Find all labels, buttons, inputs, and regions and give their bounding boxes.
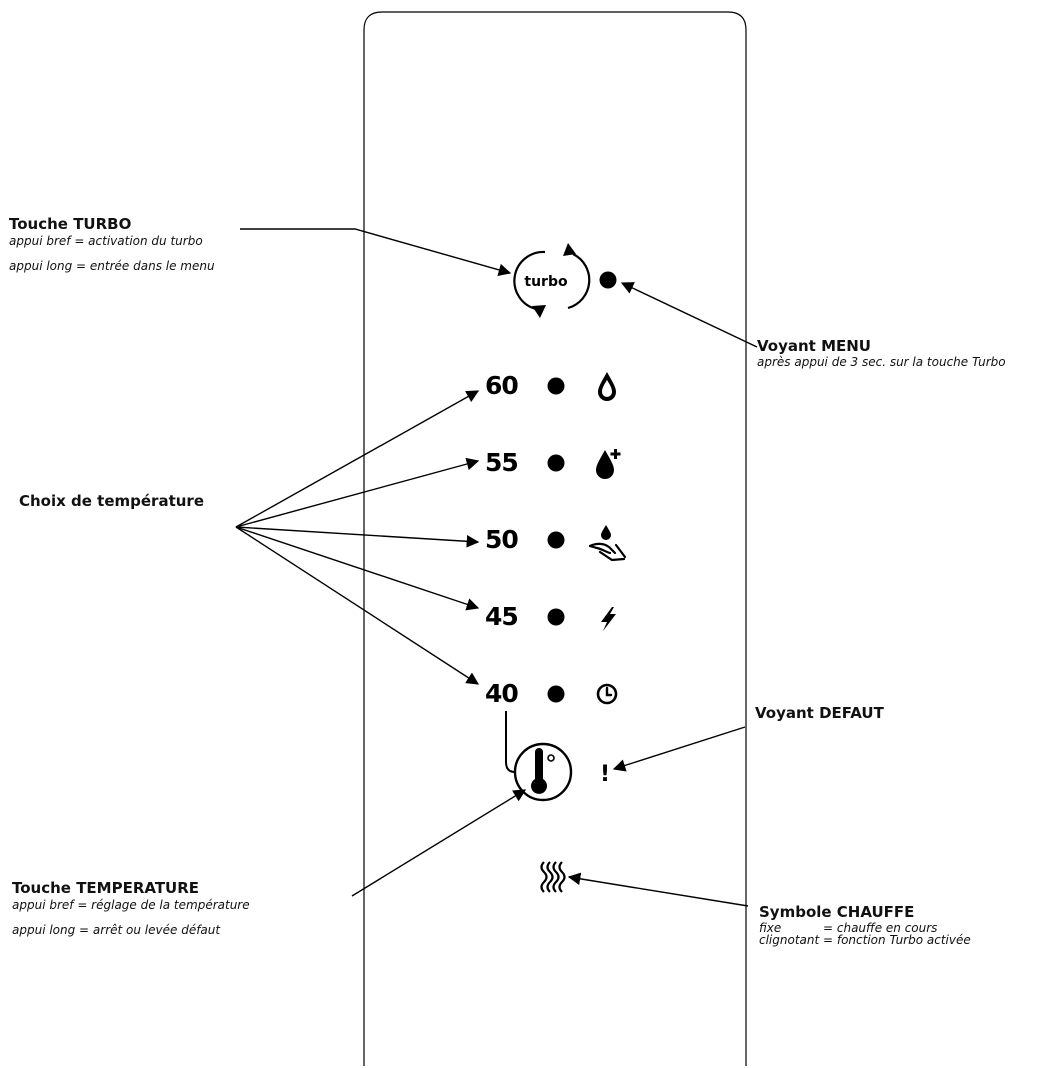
hand-drop-icon — [588, 525, 627, 562]
heating-blink-label: clignotant — [759, 933, 820, 947]
led-50 — [547, 531, 565, 549]
temp-value-55: 55 — [485, 448, 519, 477]
heating-fixed-label: fixe — [759, 921, 782, 935]
menu-led-desc: après appui de 3 sec. sur la touche Turb… — [757, 355, 1006, 369]
thermometer-icon — [531, 748, 555, 794]
menu-led-title: Voyant MENU — [757, 337, 871, 355]
control-panel-outline — [363, 11, 747, 1066]
led-55 — [547, 454, 565, 472]
heating-symbol-leader — [567, 872, 749, 907]
turbo-key-title: Touche TURBO — [9, 215, 132, 233]
leader-50 — [235, 526, 480, 548]
heating-symbol-title: Symbole CHAUFFE — [759, 903, 915, 921]
turbo-key-short-press: appui bref = activation du turbo — [9, 234, 203, 248]
leader-45 — [235, 526, 480, 611]
temperature-key-short-press: appui bref = réglage de la température — [12, 898, 250, 912]
water-drop-icon — [598, 372, 616, 401]
temp-button-lead-line — [505, 711, 516, 773]
turbo-button-label: turbo — [524, 274, 568, 290]
temp-value-50: 50 — [485, 525, 519, 554]
heating-fixed-desc: = chauffe en cours — [823, 921, 938, 935]
temperature-key-title: Touche TEMPERATURE — [12, 879, 200, 897]
menu-led-leader — [620, 282, 758, 348]
temp-value-45: 45 — [485, 602, 519, 631]
leader-55 — [235, 457, 480, 528]
clock-icon — [596, 683, 618, 705]
temperature-key-long-press: appui long = arrêt ou levée défaut — [12, 923, 221, 937]
leader-60 — [235, 390, 480, 528]
temperature-button[interactable] — [513, 742, 573, 802]
water-drop-plus-icon — [596, 449, 621, 479]
temperature-choice-leaders — [235, 390, 480, 685]
menu-led — [599, 271, 617, 289]
turbo-key-leader — [240, 228, 512, 276]
led-40 — [547, 685, 565, 703]
heating-blink-desc: = fonction Turbo activée — [823, 933, 971, 947]
led-45 — [547, 608, 565, 626]
lightning-icon — [601, 607, 616, 631]
leader-40 — [235, 526, 480, 685]
default-led-symbol: ! — [600, 762, 610, 787]
temp-value-60: 60 — [485, 371, 519, 400]
default-led-leader — [612, 726, 746, 772]
temp-value-40: 40 — [485, 679, 519, 708]
heat-waves-icon — [540, 861, 566, 893]
turbo-key-long-press: appui long = entrée dans le menu — [9, 259, 215, 273]
turbo-button[interactable]: turbo — [513, 243, 591, 318]
led-60 — [547, 377, 565, 395]
default-led-title: Voyant DEFAUT — [755, 704, 884, 722]
temperature-choice-title: Choix de température — [19, 492, 204, 510]
temperature-key-leader — [351, 789, 527, 897]
